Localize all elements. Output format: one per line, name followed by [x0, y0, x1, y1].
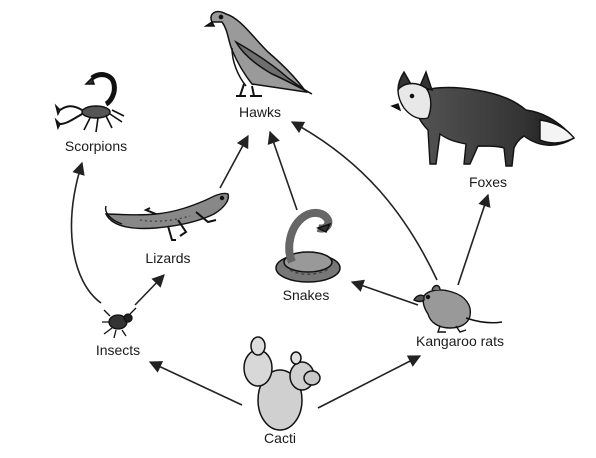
- fox-icon: [390, 70, 576, 167]
- label-insects: Insects: [96, 342, 140, 358]
- label-hawks: Hawks: [239, 104, 281, 120]
- label-kangaroo-rats: Kangaroo rats: [416, 333, 504, 349]
- kangaroo-rat-icon: [413, 284, 503, 333]
- label-foxes: Foxes: [469, 174, 507, 190]
- arrow-kangaroo-rats-foxes: [457, 193, 491, 286]
- label-scorpions: Scorpions: [65, 138, 127, 154]
- arrows: [70, 121, 491, 409]
- arrow-cacti-kangaroo-rats: [317, 355, 422, 409]
- insect-icon: [102, 307, 137, 339]
- cactus-icon: [243, 336, 321, 431]
- scorpion-icon: [54, 72, 125, 133]
- label-cacti: Cacti: [264, 430, 296, 446]
- arrow-kangaroo-rats-hawks: [290, 121, 438, 281]
- label-lizards: Lizards: [145, 250, 190, 266]
- arrow-cacti-insects: [148, 361, 243, 406]
- lizard-icon: [104, 192, 230, 241]
- hawk-icon: [203, 10, 313, 97]
- arrow-snakes-hawks: [267, 130, 298, 211]
- arrow-insects-lizards: [134, 274, 165, 306]
- labels: Hawks Scorpions Foxes Lizards Snakes Ins…: [65, 104, 507, 446]
- arrow-insects-scorpions: [70, 161, 102, 304]
- arrow-kangaroo-rats-snakes: [350, 279, 419, 306]
- snake-icon: [275, 209, 341, 283]
- arrow-lizards-hawks: [219, 134, 249, 189]
- label-snakes: Snakes: [283, 287, 330, 303]
